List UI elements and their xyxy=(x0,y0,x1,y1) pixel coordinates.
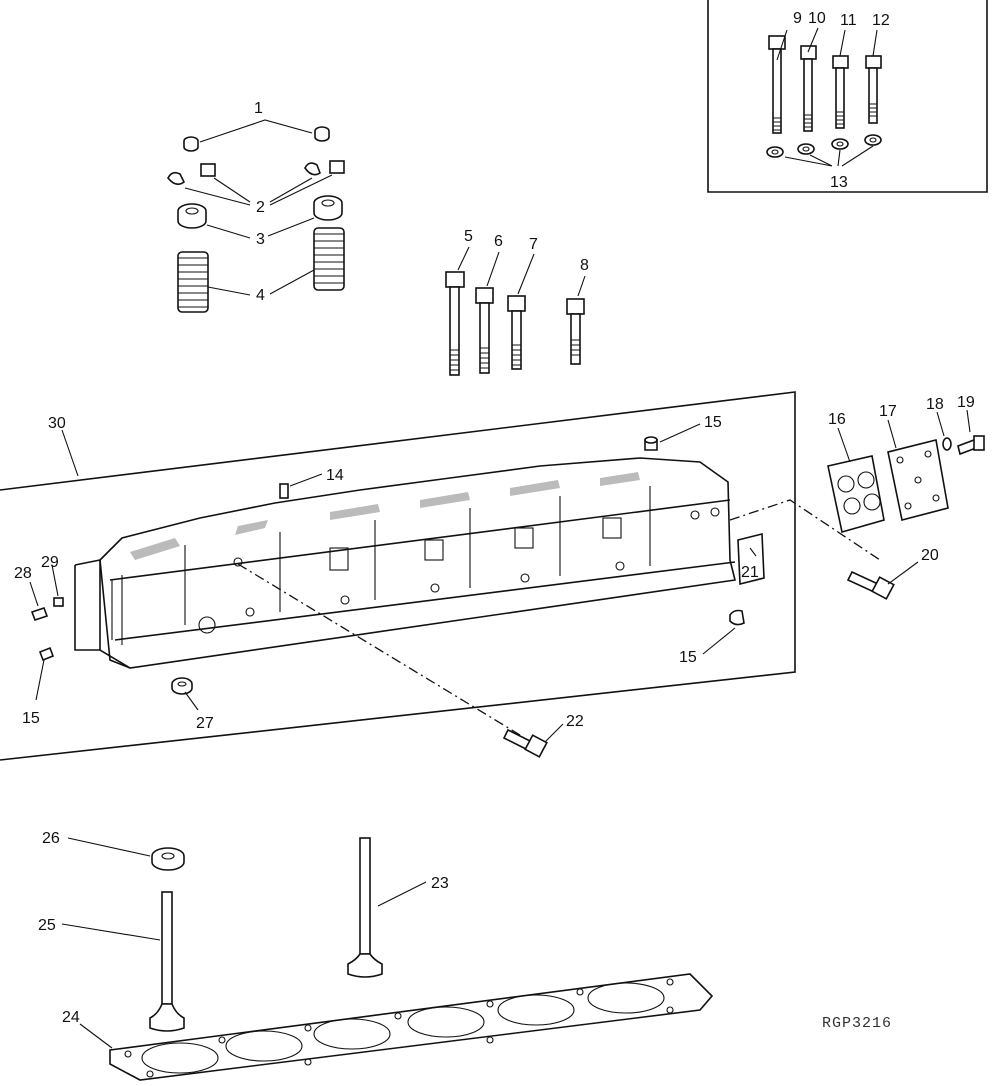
cylinder-head xyxy=(74,457,736,669)
callout-20: 20 xyxy=(921,547,939,564)
callout-7: 7 xyxy=(529,236,538,253)
callout-17: 17 xyxy=(879,403,897,420)
valve-seal-26 xyxy=(151,847,185,871)
spring-retainer-3 xyxy=(177,195,343,229)
callout-24: 24 xyxy=(62,1009,80,1026)
callout-23: 23 xyxy=(431,875,449,892)
cap-screw-11 xyxy=(832,55,849,129)
plug-15-top xyxy=(644,436,658,451)
callout-2: 2 xyxy=(256,199,265,216)
plug-29 xyxy=(53,597,64,607)
callout-8: 8 xyxy=(580,257,589,274)
cover-plate-21 xyxy=(737,532,765,586)
callout-25: 25 xyxy=(38,917,56,934)
cap-screw-12 xyxy=(865,55,882,124)
callout-18: 18 xyxy=(926,396,944,413)
cap-screw-20 xyxy=(846,570,895,600)
callout-26: 26 xyxy=(42,830,60,847)
cap-screw-8 xyxy=(566,298,585,365)
valve-spring-4 xyxy=(177,227,345,313)
callout-9: 9 xyxy=(793,10,802,27)
plug-15-left xyxy=(38,646,55,662)
valve-keeper-2 xyxy=(167,160,345,186)
cap-screw-10 xyxy=(800,45,817,132)
cap-screw-6 xyxy=(475,287,494,374)
washer-27 xyxy=(171,677,193,695)
plug-28 xyxy=(30,606,49,622)
callout-11: 11 xyxy=(840,12,857,29)
callout-13: 13 xyxy=(830,174,848,191)
callout-3: 3 xyxy=(256,231,265,248)
callout-4: 4 xyxy=(256,287,265,304)
callout-16: 16 xyxy=(828,411,846,428)
figure-code: RGP3216 xyxy=(822,1015,892,1032)
callout-19: 19 xyxy=(957,394,975,411)
callout-1: 1 xyxy=(254,100,263,117)
callout-5: 5 xyxy=(464,228,473,245)
cylinder-head-frame xyxy=(0,391,796,761)
callout-15-right: 15 xyxy=(679,649,697,666)
gasket-16 xyxy=(827,455,885,534)
valve-cap-1 xyxy=(183,126,330,152)
callout-30: 30 xyxy=(48,415,66,432)
callout-27: 27 xyxy=(196,715,214,732)
intake-valve-25 xyxy=(149,891,185,1032)
head-gasket-24 xyxy=(109,973,714,1081)
callout-14: 14 xyxy=(326,467,344,484)
plug-15-right xyxy=(729,609,745,626)
callout-21: 21 xyxy=(741,564,759,581)
callout-12: 12 xyxy=(872,12,890,29)
plug-14 xyxy=(279,483,289,499)
callout-10: 10 xyxy=(808,10,826,27)
cap-screw-9 xyxy=(768,35,786,134)
callout-15-left: 15 xyxy=(22,710,40,727)
callout-28: 28 xyxy=(14,565,32,582)
callout-6: 6 xyxy=(494,233,503,250)
washer-13 xyxy=(766,134,882,158)
cap-screw-7 xyxy=(507,295,526,370)
cover-plate-17 xyxy=(887,439,949,521)
callout-22: 22 xyxy=(566,713,584,730)
callout-29: 29 xyxy=(41,554,59,571)
cap-screw-5 xyxy=(445,271,465,376)
callout-15-top: 15 xyxy=(704,414,722,431)
washer-18 xyxy=(942,437,952,451)
cap-screw-19 xyxy=(957,435,985,456)
exhaust-valve-23 xyxy=(347,837,383,978)
cap-screw-22 xyxy=(502,728,548,758)
cap-screw-inset-box xyxy=(707,0,988,193)
